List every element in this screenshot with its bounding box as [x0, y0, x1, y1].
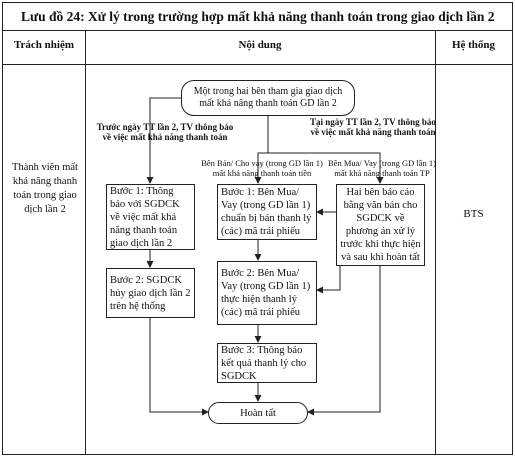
- flowchart-title: Lưu đồ 24: Xử lý trong trường hợp mất kh…: [2, 2, 513, 31]
- step-right-report: Hai bên báo cáo bằng văn bản cho SGDCK v…: [336, 184, 425, 266]
- step-mid-1: Bước 1: Bên Mua/ Vay (trong GD lần 1) ch…: [217, 184, 317, 240]
- column-divider: [435, 31, 436, 454]
- header-responsibility: Trách nhiệm: [14, 39, 74, 51]
- column-divider: [85, 31, 86, 454]
- flowchart-table: Trách nhiệm Nội dung Hệ thống Thành viên…: [2, 30, 513, 455]
- step-mid-2: Bước 2: Bên Mua/ Vay (trong GD lần 1) th…: [217, 261, 317, 325]
- label-seller-default: Bên Bán/ Cho vay (trong GD lần 1) mất kh…: [201, 158, 323, 178]
- system-text: BTS: [463, 208, 484, 220]
- header-system: Hệ thống: [451, 39, 496, 51]
- step-mid-3: Bước 3: Thông báo kết quả thanh lý cho S…: [217, 343, 317, 383]
- step-left-2: Bước 2: SGDCK hủy giao dịch lần 2 trên h…: [106, 268, 195, 318]
- header-divider: [3, 64, 512, 65]
- responsibility-text: Thành viên mất khả năng thanh toán trong…: [12, 162, 78, 215]
- label-on-settlement-day: Tại ngày TT lần 2, TV thông báo về việc …: [310, 117, 436, 137]
- label-before-settlement: Trước ngày TT lần 2, TV thông báo về việ…: [96, 122, 234, 142]
- header-content: Nội dung: [238, 39, 282, 51]
- end-node: Hoàn tất: [208, 402, 308, 424]
- start-node: Một trong hai bên tham gia giao dịch mất…: [181, 80, 355, 116]
- label-buyer-default: Bên Mua/ Vay (trong GD lần 1) mất khả nă…: [328, 158, 436, 178]
- step-left-1: Bước 1: Thông báo với SGDCK về việc mất …: [106, 184, 195, 250]
